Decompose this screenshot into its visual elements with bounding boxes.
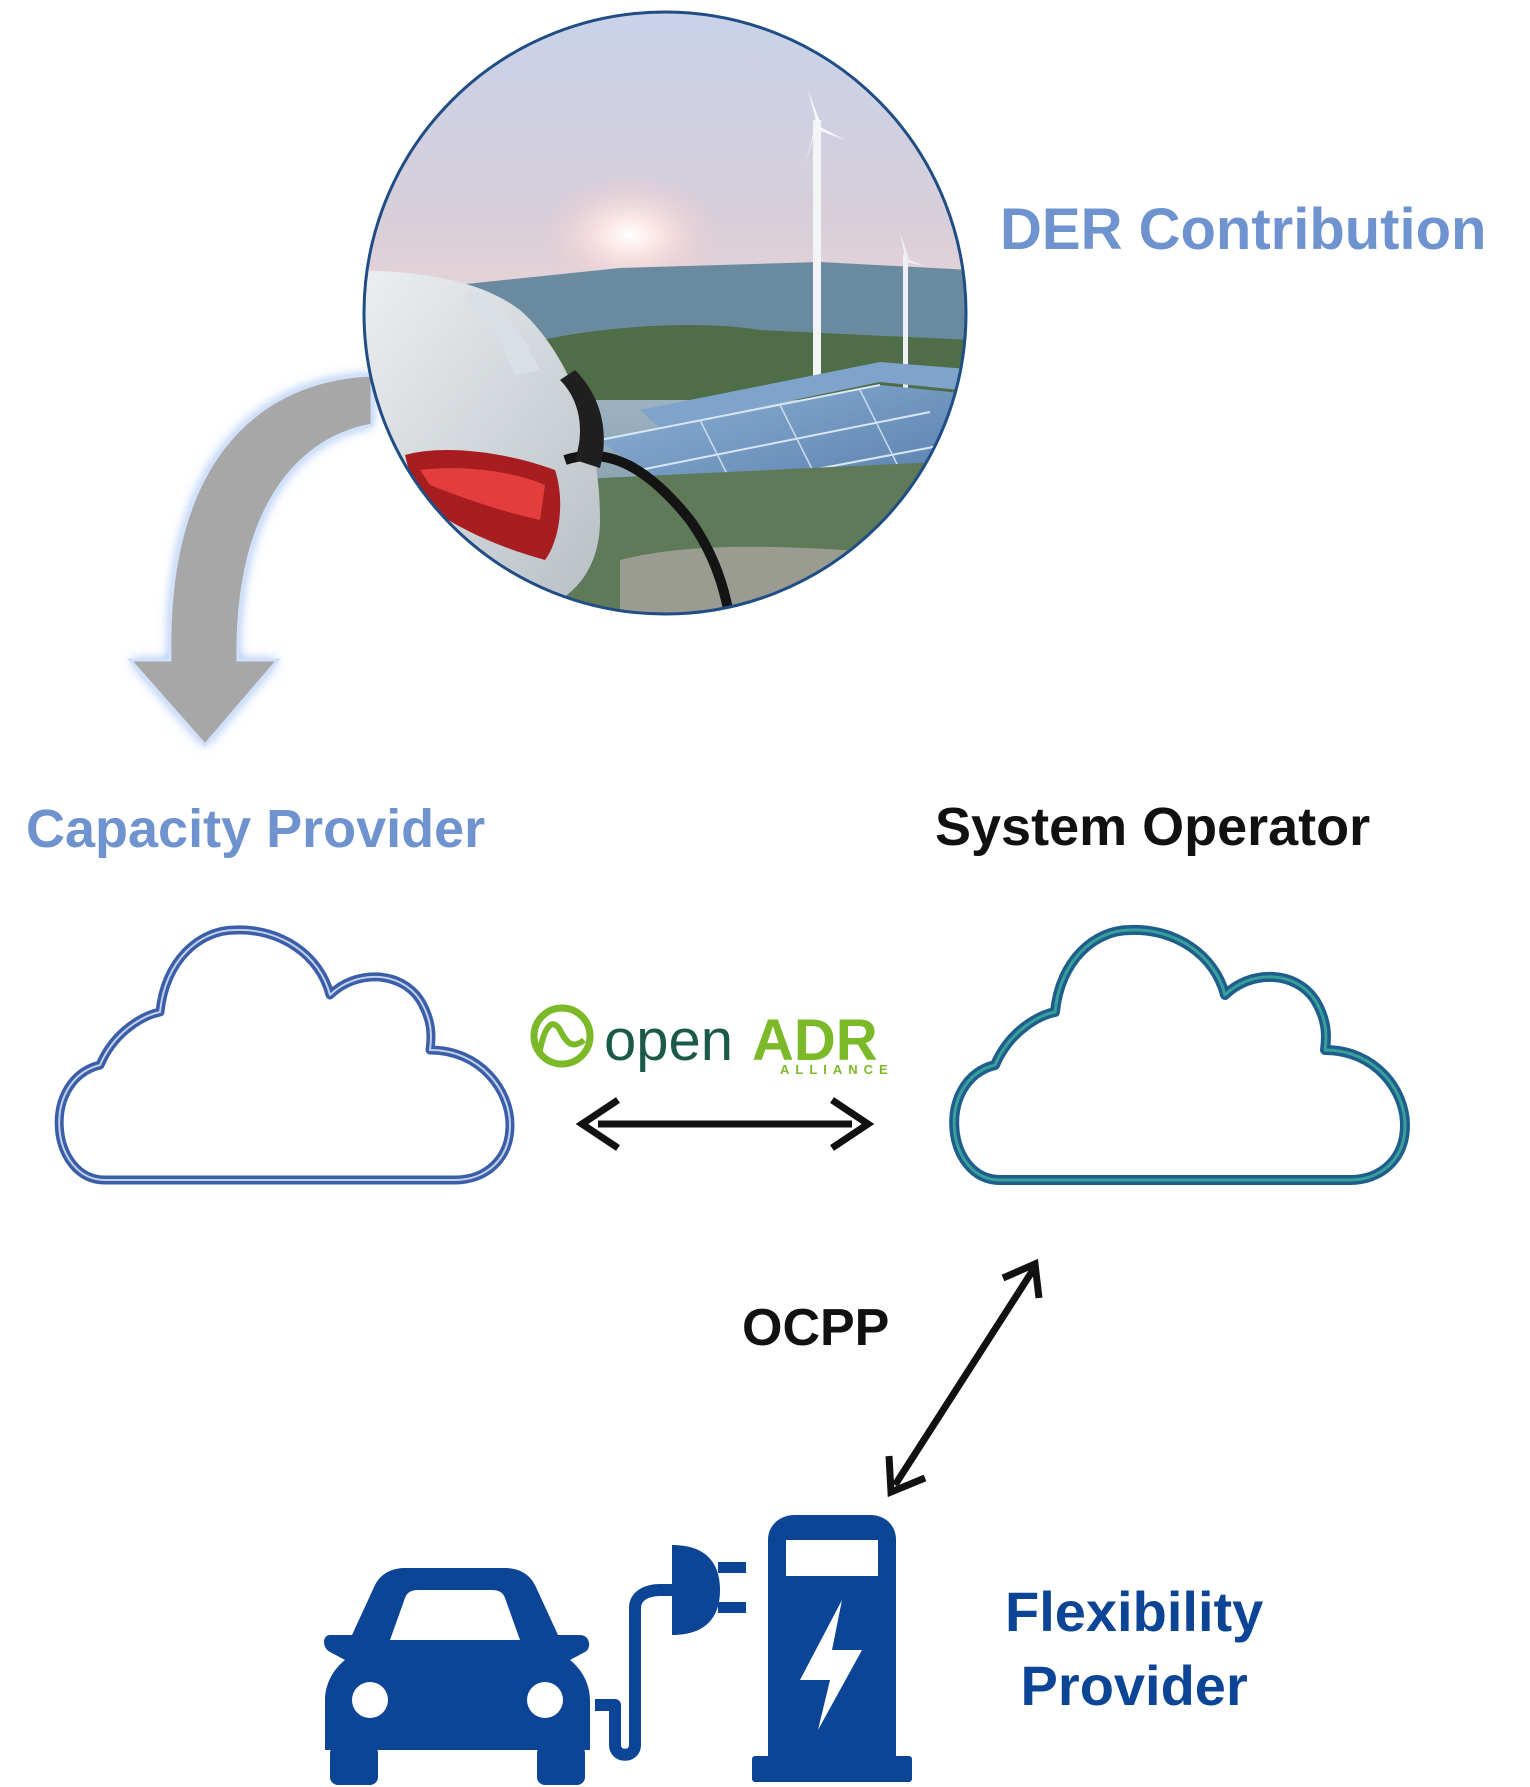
flexibility-provider-line2: Provider xyxy=(1020,1653,1248,1717)
curved-arrow xyxy=(126,373,374,748)
plug-icon xyxy=(595,1545,746,1761)
lightning-icon xyxy=(800,1600,862,1730)
flexibility-provider-label: Flexibility Provider xyxy=(1005,1575,1263,1723)
ocpp-label: OCPP xyxy=(742,1299,890,1357)
car-icon xyxy=(324,1568,590,1785)
cloud-icon-system-operator xyxy=(949,924,1410,1185)
der-contribution-label: DER Contribution xyxy=(1000,197,1487,262)
charging-station-icon xyxy=(752,1515,912,1782)
capacity-provider-label: Capacity Provider xyxy=(26,799,486,859)
wind-turbine-icon xyxy=(805,90,845,390)
double-arrow-ocpp xyxy=(885,1258,1043,1498)
wind-turbine-icon xyxy=(900,232,924,395)
double-arrow-openadr xyxy=(575,1097,875,1151)
openadr-logo-text-open: open xyxy=(604,1008,733,1073)
cloud-icon-capacity-provider xyxy=(54,925,515,1185)
openadr-logo: open ADR ALLIANCE xyxy=(530,1004,894,1077)
der-photo-circle xyxy=(362,10,968,616)
openadr-logo-text-adr: ADR xyxy=(752,1008,878,1073)
openadr-logo-text-alliance: ALLIANCE xyxy=(780,1062,894,1077)
system-operator-label: System Operator xyxy=(935,797,1371,857)
charging-cable xyxy=(560,370,735,614)
flexibility-provider-line1: Flexibility xyxy=(1005,1580,1264,1643)
